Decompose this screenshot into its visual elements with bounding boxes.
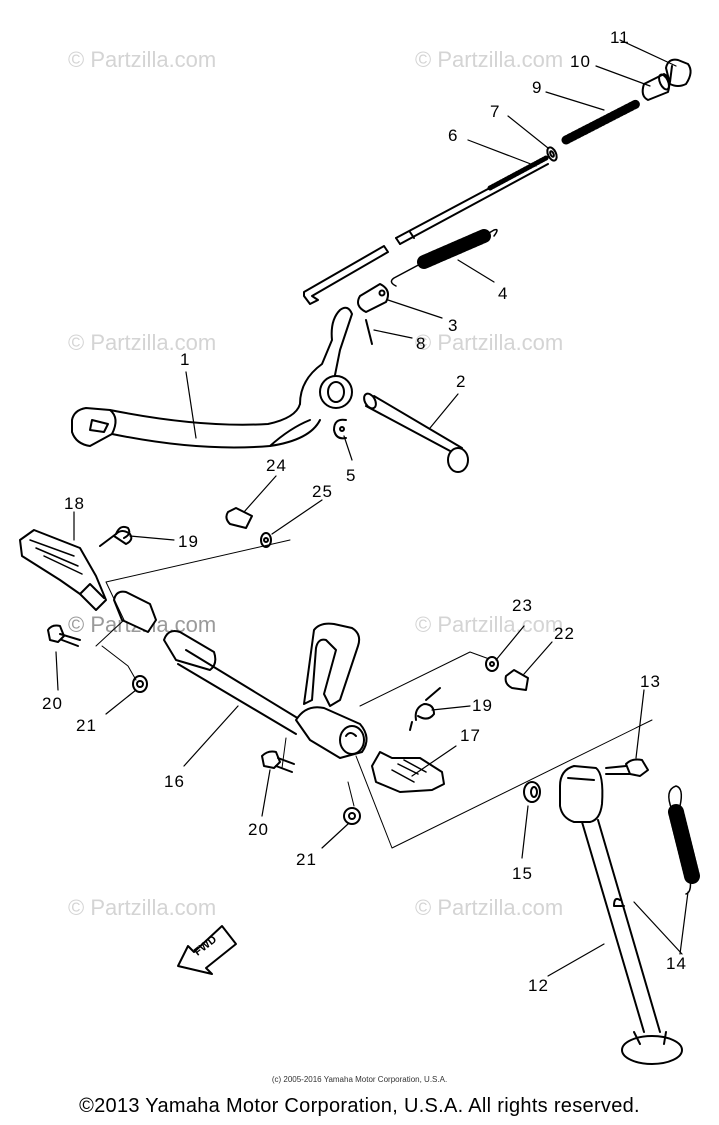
part-2-pivot-shaft (363, 392, 469, 473)
callout-16: 16 (164, 772, 185, 791)
part-20-bolt-left (47, 624, 81, 647)
callout-4: 4 (498, 284, 509, 303)
fwd-arrow-icon (177, 925, 237, 975)
watermark: © Partzilla.com (415, 330, 564, 355)
part-8-pin (365, 319, 373, 345)
callout-6: 6 (448, 126, 459, 145)
watermark: © Partzilla.com (415, 612, 564, 637)
part-7-washer (546, 146, 558, 162)
leader-lines (55, 39, 689, 977)
frame-outline-lines (95, 539, 653, 849)
callout-7: 7 (490, 102, 501, 121)
part-6-rod (395, 155, 549, 245)
callout-13: 13 (640, 672, 661, 691)
watermark: © Partzilla.com (68, 330, 217, 355)
part-12-side-stand (559, 765, 683, 1065)
part-20-bolt-lower (261, 750, 295, 773)
callout-3: 3 (448, 316, 459, 335)
part-18-footrest-left (19, 529, 107, 611)
callout-17: 17 (460, 726, 481, 745)
callout-18: 18 (64, 494, 85, 513)
part-16-footrest-bar (113, 590, 368, 759)
part-15-collar (523, 781, 541, 803)
callout-8: 8 (416, 334, 427, 353)
callout-21-left: 21 (76, 716, 97, 735)
part-24-bolt (225, 507, 253, 529)
part-3-link-plate (357, 283, 389, 313)
watermark: © Partzilla.com (415, 47, 564, 72)
watermark: © Partzilla.com (415, 895, 564, 920)
callout-23: 23 (512, 596, 533, 615)
callout-24: 24 (266, 456, 287, 475)
callout-21-lower: 21 (296, 850, 317, 869)
part-23-clip (485, 656, 499, 672)
part-21-nut-lower (343, 807, 361, 825)
copyright-notice: ©2013 Yamaha Motor Corporation, U.S.A. A… (79, 1095, 640, 1117)
part-22-bolt (504, 669, 529, 691)
brake-link-rod (303, 245, 389, 305)
part-17-footrest-right (371, 751, 445, 793)
part-10-plug (641, 73, 671, 101)
callout-19-left: 19 (178, 532, 199, 551)
callout-25: 25 (312, 482, 333, 501)
callout-10: 10 (570, 52, 591, 71)
part-1-brake-pedal (71, 306, 353, 449)
watermark: © Partzilla.com (68, 895, 217, 920)
part-14-spring (668, 785, 700, 895)
part-4-spring (390, 228, 498, 287)
part-25-washer (260, 532, 272, 548)
callout-14: 14 (666, 954, 687, 973)
small-copyright: (c) 2005-2016 Yamaha Motor Corporation, … (271, 1075, 448, 1084)
callout-20-left: 20 (42, 694, 63, 713)
part-19-spring-right (409, 687, 441, 731)
callout-12: 12 (528, 976, 549, 995)
part-9-spring (561, 99, 641, 145)
callout-5: 5 (346, 466, 357, 485)
callout-9: 9 (532, 78, 543, 97)
callout-1: 1 (180, 350, 191, 369)
part-13-bolt (605, 758, 649, 777)
part-19-spring-left (99, 525, 133, 547)
callout-15: 15 (512, 864, 533, 883)
callout-19-right: 19 (472, 696, 493, 715)
part-5-circlip (333, 418, 347, 440)
callout-20-lower: 20 (248, 820, 269, 839)
part-11-cap (665, 58, 692, 87)
callout-2: 2 (456, 372, 467, 391)
watermark: © Partzilla.com (68, 47, 217, 72)
callout-11: 11 (610, 28, 630, 47)
callout-22: 22 (554, 624, 575, 643)
